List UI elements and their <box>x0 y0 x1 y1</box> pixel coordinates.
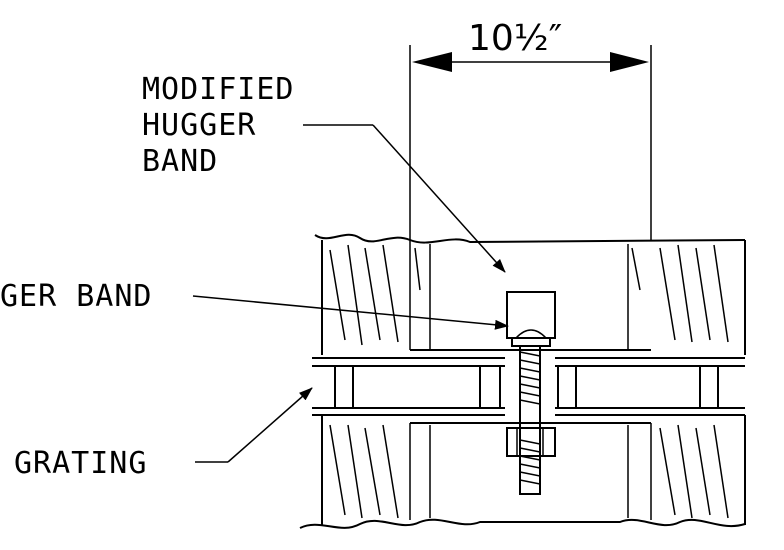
threaded-bolt <box>506 345 556 495</box>
label-hugger-band: GER BAND <box>0 279 153 314</box>
leader-modified-hugger-band <box>303 124 506 273</box>
lower-pipe <box>299 415 746 529</box>
label-band: BAND <box>142 144 218 179</box>
label-modified: MODIFIED <box>142 72 295 107</box>
hugger-band-block <box>506 291 556 347</box>
leader-grating <box>195 387 313 463</box>
label-hugger: HUGGER <box>142 108 256 143</box>
leader-hugger-band <box>192 295 509 330</box>
grating-bars <box>312 357 745 416</box>
upper-pipe <box>314 233 746 355</box>
label-grating: GRATING <box>14 446 147 481</box>
dimension-10-half: 10½″ <box>409 18 652 350</box>
dimension-text: 10½″ <box>468 18 562 59</box>
